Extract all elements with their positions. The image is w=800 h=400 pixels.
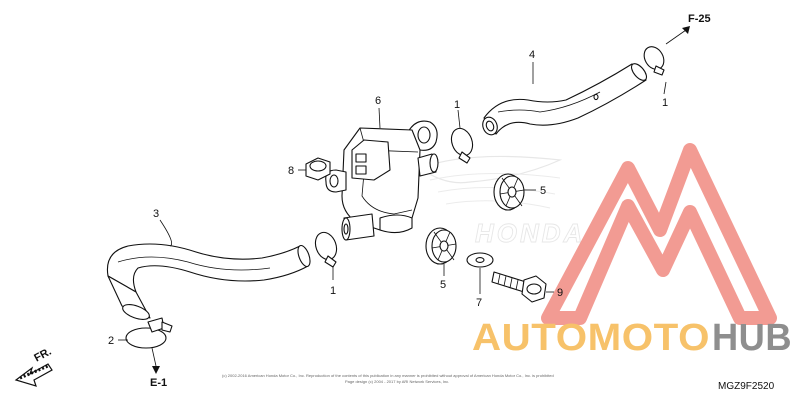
- callout-5-lower: 5: [440, 279, 446, 291]
- clamp-1-valve: [450, 127, 474, 164]
- wordmark-automoto: AUTOMOTO: [472, 317, 710, 359]
- callout-8: 8: [288, 165, 294, 177]
- callout-9: 9: [557, 287, 563, 299]
- hose-4: [482, 63, 648, 136]
- bolt-9: [491, 271, 547, 303]
- washer-7: [466, 252, 494, 268]
- callout-5-upper: 5: [540, 185, 546, 197]
- arrow-down-icon: [152, 366, 160, 374]
- clamp-2: [125, 317, 173, 349]
- honda-watermark-text: HONDA: [475, 218, 585, 248]
- front-direction-arrow-icon: [14, 363, 53, 387]
- ref-label-f25: F-25: [688, 13, 711, 25]
- callout-7: 7: [476, 297, 482, 309]
- honda-wing-watermark: HONDA: [418, 155, 585, 248]
- callout-3: 3: [153, 208, 159, 220]
- callout-2: 2: [108, 335, 114, 347]
- automotohub-logo-triangle-icon: [541, 143, 777, 325]
- copyright-line-2: Page design (c) 2004 - 2017 by ARI Netwo…: [345, 379, 449, 384]
- callout-1-lower: 1: [330, 285, 336, 297]
- air-injection-valve-6: [325, 120, 439, 241]
- arrow-up-right-icon: [682, 26, 690, 34]
- svg-text:AUTOMOTO: AUTOMOTO: [472, 317, 710, 359]
- diagram-code: MGZ9F2520: [718, 381, 775, 392]
- hose-3: [106, 243, 311, 320]
- copyright-line-1: (c) 2002-2016 American Honda Motor Co., …: [222, 373, 554, 378]
- ref-label-e1: E-1: [150, 377, 167, 389]
- rubber-mount-5-upper: [493, 173, 525, 211]
- wordmark-hub: HUB: [712, 317, 792, 359]
- callout-6: 6: [375, 95, 381, 107]
- automotohub-wordmark: AUTOMOTO HUB: [472, 317, 792, 359]
- leader-lines: [118, 29, 687, 367]
- callout-1-upper-right: 1: [662, 97, 668, 109]
- clamp-1-upper-right: [643, 46, 665, 76]
- clamp-1-lower: [314, 231, 338, 268]
- front-label: FR.: [32, 346, 53, 365]
- callout-1-valve: 1: [454, 99, 460, 111]
- rubber-mount-5-lower: [425, 227, 457, 265]
- callout-4: 4: [529, 49, 535, 61]
- nut-8: [305, 157, 331, 181]
- svg-text:HUB: HUB: [712, 317, 792, 359]
